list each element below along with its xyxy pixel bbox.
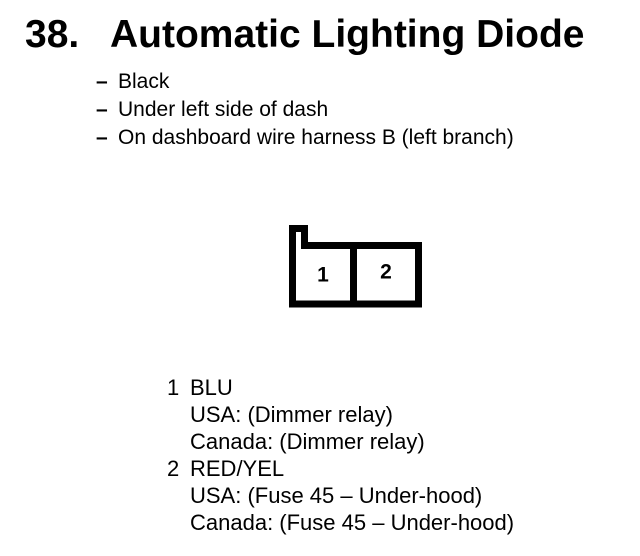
cavity-1-label: 1 [317, 264, 329, 287]
bullet-text: On dashboard wire harness B (left branch… [118, 126, 514, 149]
pin-usa-text: USA: (Dimmer relay) [190, 402, 393, 427]
pin-canada-text: Canada: (Fuse 45 – Under-hood) [190, 510, 515, 535]
connector-diagram: 1 2 [289, 225, 422, 308]
pin-2-canada-row: Canada: (Fuse 45 – Under-hood) [190, 509, 514, 536]
cavity-2-label: 2 [380, 261, 392, 284]
pin-wire-color: BLU [190, 375, 233, 400]
connector-outline [289, 225, 422, 308]
section-number: 38. [25, 13, 80, 56]
bullet-text: Under left side of dash [118, 98, 329, 121]
dash-bullet: – [96, 126, 108, 149]
pin-1-usa-row: USA: (Dimmer relay) [190, 401, 393, 428]
pin-2-wire-row: 2 RED/YEL [167, 455, 284, 482]
dash-bullet: – [96, 70, 108, 93]
bullet-item-color: –Black [96, 68, 169, 96]
bullet-text: Black [118, 70, 170, 93]
pin-wire-color: RED/YEL [190, 456, 285, 481]
pin-1-canada-row: Canada: (Dimmer relay) [190, 428, 425, 455]
dash-bullet: – [96, 98, 108, 121]
pin-usa-text: USA: (Fuse 45 – Under-hood) [190, 483, 483, 508]
pin-2-usa-row: USA: (Fuse 45 – Under-hood) [190, 482, 482, 509]
pin-canada-text: Canada: (Dimmer relay) [190, 429, 425, 454]
pin-1-wire-row: 1 BLU [167, 374, 233, 401]
pin-number: 1 [167, 375, 180, 400]
page-title: Automatic Lighting Diode [110, 13, 585, 56]
bullet-item-harness: –On dashboard wire harness B (left branc… [96, 124, 514, 152]
pin-number: 2 [167, 456, 180, 481]
bullet-item-location: –Under left side of dash [96, 96, 328, 124]
